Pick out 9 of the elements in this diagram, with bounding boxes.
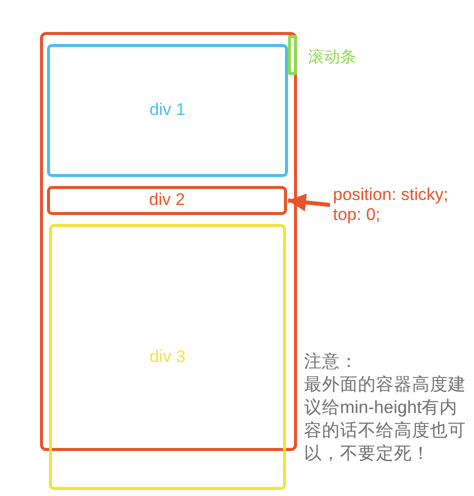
note-text: 最外面的容器高度建议给min-height有内容的话不给高度也可以，不要定死！ <box>304 373 467 465</box>
layout-box: div 3 <box>49 224 286 490</box>
container-box <box>40 32 297 451</box>
layout-box: div 2 <box>47 186 287 215</box>
scrollbar-label: 滚动条 <box>308 48 356 68</box>
annotation-text: position: sticky; top: 0; <box>333 184 473 226</box>
scrollbar <box>288 35 297 75</box>
note-text: 注意： <box>304 350 359 373</box>
layout-box: div 1 <box>47 44 288 177</box>
